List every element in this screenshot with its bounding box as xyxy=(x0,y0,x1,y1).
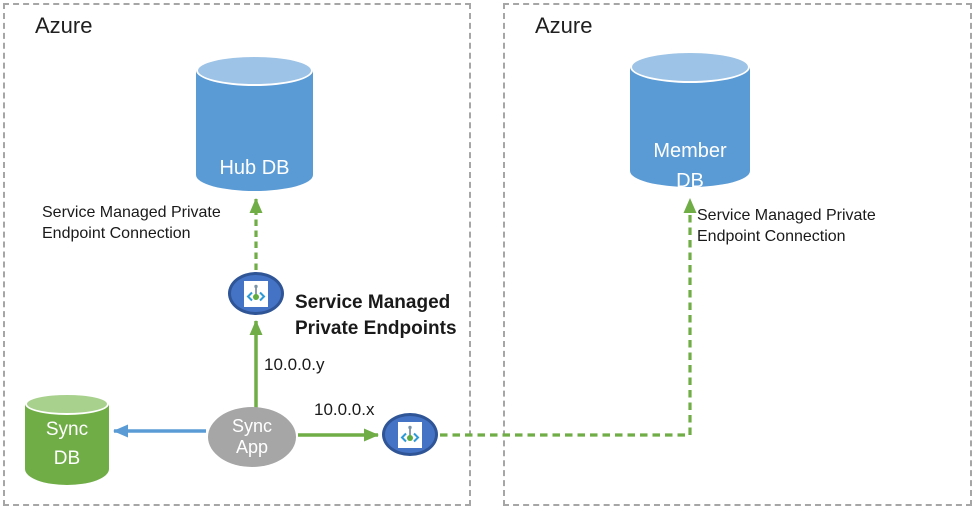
right-connection-label: Service Managed Private Endpoint Connect… xyxy=(697,207,876,245)
member-db-label: Member DB xyxy=(653,140,727,192)
hub-db-node: Hub DB xyxy=(196,55,313,191)
private-endpoints-label: Service Managed Private Endpoints xyxy=(295,292,457,339)
hub-db-cylinder-body xyxy=(196,70,313,191)
private-endpoint-upper xyxy=(228,272,284,315)
sync-db-cylinder-top xyxy=(25,393,109,415)
region-title-left: Azure xyxy=(35,13,93,38)
ip-label-x: 10.0.0.x xyxy=(314,400,375,419)
member-db-node: Member DB xyxy=(630,51,750,192)
sync-app-label: Sync App xyxy=(231,416,273,457)
sync-db-label: Sync DB xyxy=(45,419,89,469)
member-db-cylinder-top xyxy=(630,51,750,83)
member-db-cylinder-body xyxy=(630,67,750,187)
ip-label-y: 10.0.0.y xyxy=(264,355,325,374)
private-endpoint-icon xyxy=(244,280,268,307)
sync-db-node: Sync DB xyxy=(25,393,109,485)
hub-db-label: Hub DB xyxy=(219,157,290,179)
region-title-right: Azure xyxy=(535,13,593,38)
hub-db-cylinder-top xyxy=(196,55,313,86)
private-endpoint-icon xyxy=(398,421,422,448)
private-endpoint-lower xyxy=(382,413,438,456)
sync-app-node: Sync App xyxy=(208,407,296,467)
left-connection-label: Service Managed Private Endpoint Connect… xyxy=(42,204,221,242)
sync-db-cylinder-body xyxy=(25,404,109,485)
